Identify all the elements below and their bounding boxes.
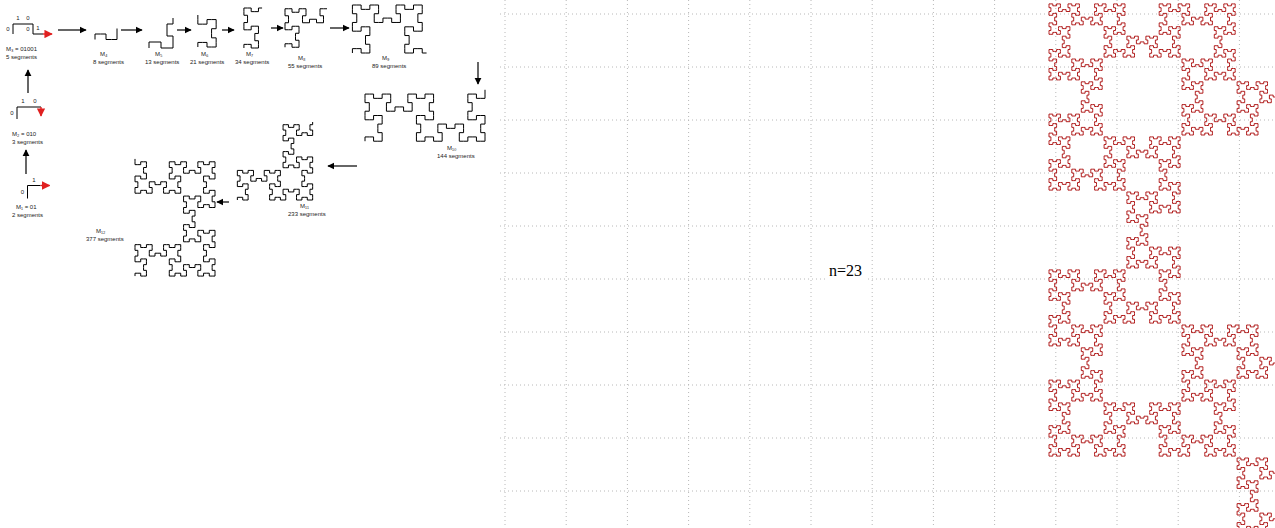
curve-name: M₇ [246,51,253,57]
segment-count: 377 segments [86,236,124,242]
curve-name: M₄ [100,51,107,57]
segment-count: 2 segments [12,212,43,218]
grid-line [500,385,1275,386]
grid-line [500,120,1275,121]
segment-count: 34 segments [235,59,269,65]
bit-label: 0 [33,98,36,104]
bit-label: 0 [26,26,29,32]
curve-name: M₆ [201,51,208,57]
segment-count: 5 segments [6,54,37,60]
bit-label: 0 [6,26,9,32]
grid-line [500,438,1275,439]
grid-line [627,0,628,528]
grid-line [500,173,1275,174]
grid-line [749,0,750,528]
bit-label: 1 [36,25,39,31]
step-arrow [121,29,142,30]
bit-label: 1 [21,98,24,104]
word-curve [135,159,215,276]
step-arrow [222,29,234,30]
step-arrow [477,62,478,84]
segment-count: 21 segments [190,59,224,65]
grid-line [1239,0,1240,528]
step-arrow [271,27,283,28]
bit-label: 0 [21,189,24,195]
grid-line [811,0,812,528]
grid-line [933,0,934,528]
grid-line [994,0,995,528]
step-arrow [58,29,86,30]
fibonacci-fractal [500,2,1275,528]
grid-line [688,0,689,528]
step-arrows [26,28,478,202]
step-arrow [27,70,28,93]
step-arrow [25,150,26,174]
step-arrow [177,29,191,30]
grid-line [500,226,1275,227]
order-label: n=23 [826,262,865,280]
bit-label: 1 [32,177,35,183]
grid-line [566,0,567,528]
segment-count: 144 segments [437,153,475,159]
curve-name: M₁ = 01 [16,204,37,210]
segment-count: 89 segments [372,63,406,69]
bit-label: 1 [16,15,19,21]
grid-line [500,491,1275,492]
segment-count: 8 segments [93,59,124,65]
grid-line [500,67,1275,68]
word-curve [365,90,485,141]
segment-count: 233 segments [288,211,326,217]
word-curve [95,29,117,40]
grid-line [500,332,1275,333]
fractal-curve [500,2,1275,528]
word-curve [17,107,41,119]
bit-label: 0 [10,110,13,116]
curve-name: M₁₂ [96,228,105,234]
curve-name: M₁₀ [447,145,457,151]
step-arrow [328,165,357,166]
curve-name: 3 segments [12,139,43,145]
curve-name: M₉ [382,55,389,61]
word-curve [237,122,312,200]
direction-arrow [41,185,50,186]
word-curve [149,18,173,48]
curve-name: M₈ [298,55,306,61]
word-curve [244,8,262,48]
direction-arrow [43,33,52,34]
step-arrow [330,27,349,28]
curve-name: M₅ [155,51,162,57]
word-curve [285,9,327,48]
word-curve [28,186,41,199]
segment-count: 55 segments [288,63,322,69]
step-arrow [217,201,229,202]
grid-line [505,0,506,528]
direction-arrow [40,107,41,116]
grid-line [1117,0,1118,528]
curve-name: M₁₁ [300,203,309,209]
word-curve [198,15,216,47]
segment-count: 13 segments [145,59,179,65]
bit-label: 0 [26,15,29,21]
word-curve [352,5,426,53]
grid-line [872,0,873,528]
word-curve [13,24,43,34]
curve-sequence [13,5,485,276]
segment-count: M₂ = 010 [12,131,36,137]
curve-name: M₃ = 01001 [6,46,37,52]
